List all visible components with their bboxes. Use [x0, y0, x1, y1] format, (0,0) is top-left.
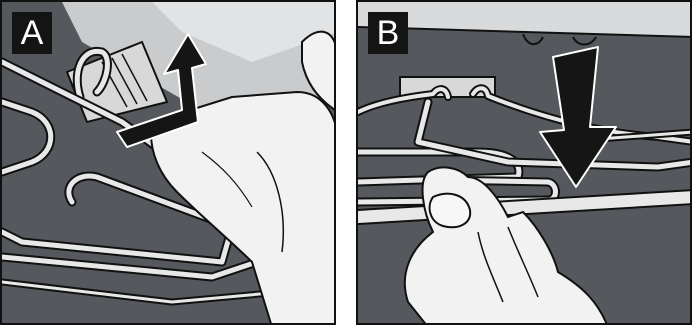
panel-a: A	[0, 0, 336, 325]
panel-label-a: A	[12, 12, 52, 54]
panel-b: B	[356, 0, 692, 325]
panel-label-b: B	[368, 12, 408, 54]
wire-rail	[358, 88, 692, 217]
panel-a-illustration	[2, 2, 336, 325]
hand	[405, 167, 608, 325]
panel-b-illustration	[358, 2, 692, 325]
thumb	[430, 194, 471, 228]
